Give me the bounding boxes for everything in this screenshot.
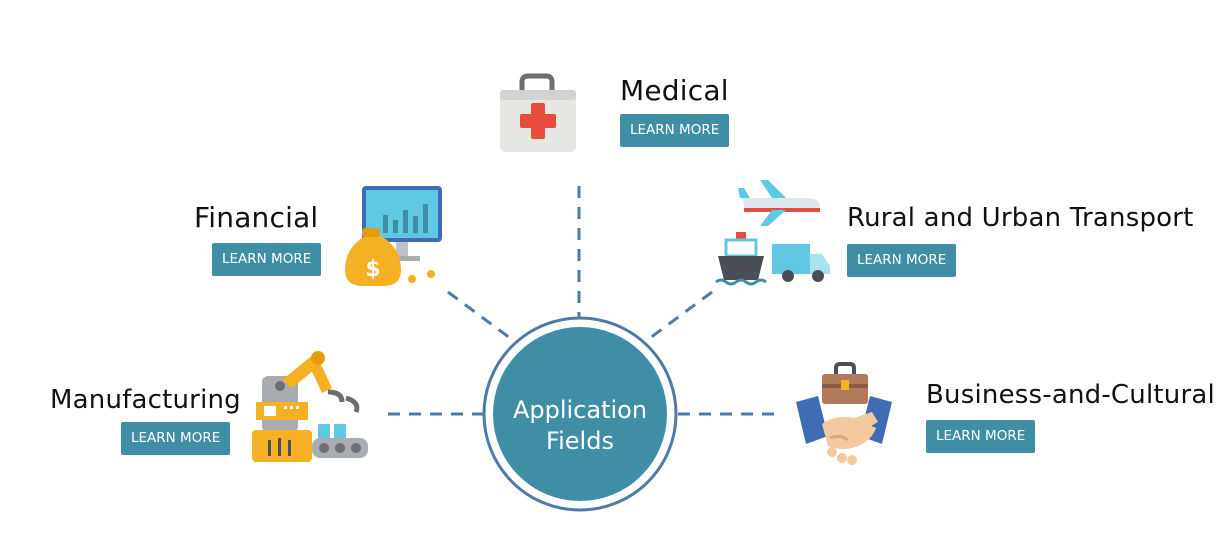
business-learn-more-button[interactable]: LEARN MORE <box>926 420 1036 453</box>
first-aid-kit-icon <box>500 73 576 152</box>
svg-text:$: $ <box>365 257 380 282</box>
plane-ship-truck-icon <box>715 180 830 286</box>
connector-transport <box>649 290 713 340</box>
medical-title: Medical <box>620 74 729 107</box>
center-label-line1: Application <box>512 396 648 424</box>
robot-arm-icon <box>252 351 368 462</box>
connector-financial <box>447 290 511 340</box>
center-label: Application Fields <box>490 395 670 457</box>
financial-learn-more-button[interactable]: LEARN MORE <box>212 243 322 276</box>
center-label-line2: Fields <box>546 427 614 455</box>
money-monitor-icon: $ <box>345 186 442 286</box>
manufacturing-title: Manufacturing <box>50 385 241 415</box>
connector-lines <box>388 186 778 416</box>
center-circle <box>493 327 667 501</box>
financial-title: Financial <box>194 201 319 234</box>
transport-title: Rural and Urban Transport <box>847 203 1194 233</box>
transport-learn-more-button[interactable]: LEARN MORE <box>847 244 957 277</box>
medical-learn-more-button[interactable]: LEARN MORE <box>620 114 730 147</box>
business-title: Business-and-Cultural <box>926 380 1215 410</box>
manufacturing-learn-more-button[interactable]: LEARN MORE <box>121 422 231 455</box>
handshake-briefcase-icon <box>796 362 892 465</box>
